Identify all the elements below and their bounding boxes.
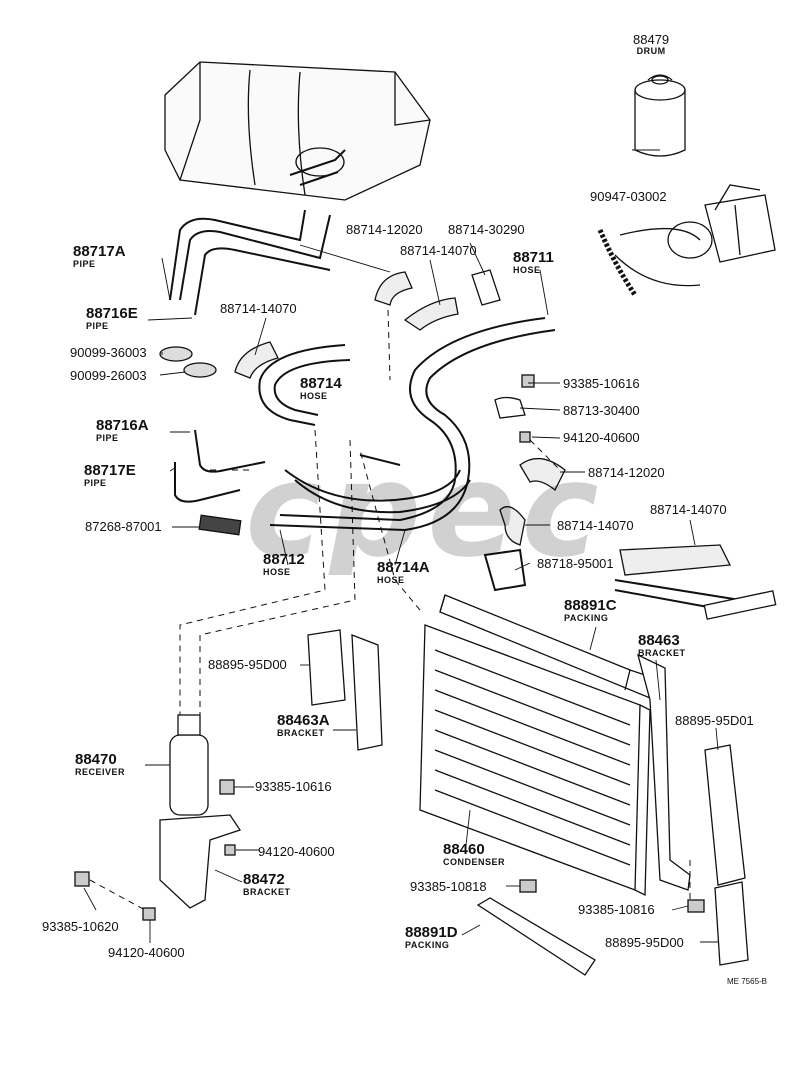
pipe-88717a (169, 209, 331, 316)
drum-can (634, 74, 686, 157)
clamp-30290 (471, 269, 501, 306)
bolt-10616b (219, 779, 235, 795)
part-label-87268-87001: 87268-87001 (85, 519, 162, 534)
part-label-94120-40600-c: 94120-40600 (108, 945, 185, 960)
hose-14070d (619, 544, 732, 576)
leader-lines (83, 149, 719, 943)
part-label-93385-10616-a: 93385-10616 (563, 376, 640, 391)
bolt-10816 (687, 899, 705, 913)
part-label-90099-36003: 90099-36003 (70, 345, 147, 360)
block-95d00a (307, 629, 346, 706)
clamp-88718 (483, 548, 527, 592)
elbow-12020b (519, 458, 566, 492)
receiver-88470 (169, 714, 209, 816)
part-label-94120-40600-b: 94120-40600 (258, 844, 335, 859)
bolt-10620 (74, 871, 90, 887)
grommet-36003 (159, 346, 193, 362)
bracket-88463a (351, 634, 383, 751)
part-label-88714-14070-d: 88714-14070 (557, 518, 634, 533)
hose-88714a (284, 454, 471, 514)
part-label-90947-03002: 90947-03002 (590, 189, 667, 204)
part-label-88713-30400: 88713-30400 (563, 403, 640, 418)
part-label-88714-14070-a: 88714-14070 (220, 301, 297, 316)
part-label-93385-10620: 93385-10620 (42, 919, 119, 934)
spring-assembly (597, 184, 776, 297)
part-label-88718-95001: 88718-95001 (537, 556, 614, 571)
part-label-88714-14070-b: 88714-14070 (400, 243, 477, 258)
bracket-88472 (159, 814, 242, 909)
watermark-logo: cpec (245, 455, 604, 575)
nut-40600a (519, 431, 531, 443)
packing-88891d (476, 897, 596, 976)
nut-40600c (142, 907, 156, 921)
drawing-reference: ME 7565-B (727, 977, 768, 986)
svg-text:cpec: cpec (245, 455, 604, 575)
part-label-88714-12020-a: 88714-12020 (346, 222, 423, 237)
bolt-10616a (521, 374, 535, 388)
elbow-14070c (499, 506, 526, 546)
condenser-88460 (419, 624, 651, 897)
part-label-94120-40600-a: 94120-40600 (563, 430, 640, 445)
elbow-14070b (403, 297, 459, 331)
part-label-90099-26003: 90099-26003 (70, 368, 147, 383)
part-label-93385-10616-b: 93385-10616 (255, 779, 332, 794)
block-95d00b (714, 881, 749, 966)
connector-lines (89, 309, 691, 911)
part-label-88714-30290: 88714-30290 (448, 222, 525, 237)
part-label-88714-14070-c: 88714-14070 (650, 502, 727, 517)
part-label-88714-12020-b: 88714-12020 (588, 465, 665, 480)
block-95d01 (704, 744, 746, 886)
elbow-12020a (374, 271, 413, 306)
bracket-88463 (637, 653, 691, 891)
hose-88714 (258, 344, 351, 426)
nut-40600b (224, 844, 236, 856)
elbow-14070a (234, 341, 279, 379)
pipe-88717e (174, 462, 241, 503)
grommet-26003 (183, 362, 217, 378)
bolt-10818 (519, 879, 537, 893)
part-label-88895-95d01: 88895-95D01 (675, 713, 754, 728)
clamp-30400 (494, 396, 526, 419)
evaporator-unit (164, 61, 431, 201)
part-label-88895-95d00-a: 88895-95D00 (208, 657, 287, 672)
part-label-93385-10818: 93385-10818 (410, 879, 487, 894)
insulator-87268 (198, 514, 242, 536)
part-label-88895-95d00-b: 88895-95D00 (605, 935, 684, 950)
hose-88711 (269, 317, 556, 532)
part-label-93385-10816: 93385-10816 (578, 902, 655, 917)
